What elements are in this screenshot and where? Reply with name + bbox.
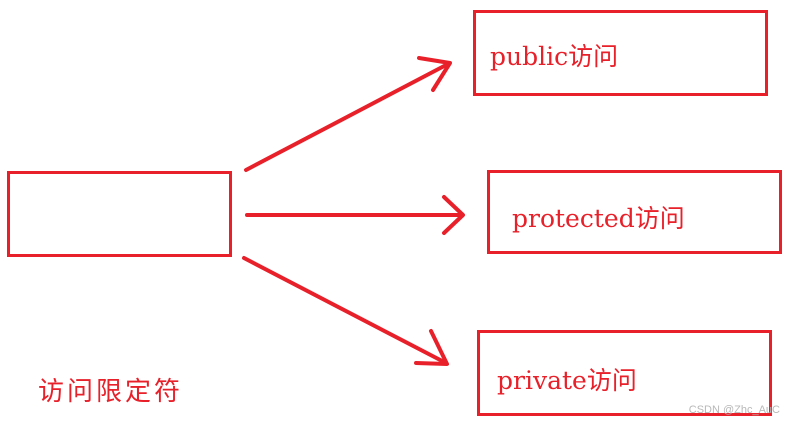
arrow-to-private bbox=[242, 256, 449, 366]
child-node-private: private访问 bbox=[477, 330, 772, 416]
watermark: CSDN @Zhc_AuC bbox=[688, 404, 780, 416]
root-node: 访问限定符 bbox=[7, 171, 232, 407]
child-node-public-label: public访问 bbox=[490, 42, 619, 71]
arrow-to-protected bbox=[245, 195, 465, 235]
child-node-protected-label: protected访问 bbox=[512, 204, 685, 233]
child-node-public: public访问 bbox=[473, 10, 768, 96]
arrow-to-public bbox=[244, 56, 452, 172]
root-node-label: 访问限定符 bbox=[38, 377, 184, 407]
child-node-protected: protected访问 bbox=[487, 170, 782, 254]
child-node-private-label: private访问 bbox=[497, 366, 637, 395]
